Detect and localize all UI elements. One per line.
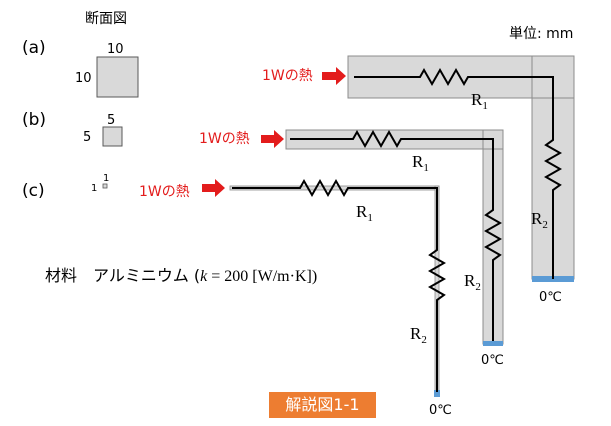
case-c-r1-label: R1 xyxy=(356,202,373,224)
case-b-heat-label: 1Wの熱 xyxy=(199,131,250,147)
case-c-bar xyxy=(229,185,440,397)
case-c-heat-arrow-icon xyxy=(202,179,225,197)
case-a-section-square xyxy=(96,56,139,98)
case-a-resistor-circuit xyxy=(354,67,563,279)
case-b-label: (b) xyxy=(22,110,46,130)
case-b-r2-label: R2 xyxy=(464,271,481,293)
case-a-dim-top: 10 xyxy=(107,42,124,57)
case-b-section-square xyxy=(102,126,123,147)
case-c-label: (c) xyxy=(22,181,45,201)
case-b-dim-top: 5 xyxy=(107,113,115,128)
case-b-heat-arrow-icon xyxy=(261,130,284,148)
case-c-dim-top: 1 xyxy=(103,173,109,184)
case-a-r2-label: R2 xyxy=(531,209,548,231)
case-c-r2-label: R2 xyxy=(410,324,427,346)
case-a-bar xyxy=(347,55,575,282)
case-c-resistor-circuit xyxy=(232,178,447,392)
case-c-section-square xyxy=(102,183,108,189)
case-a-heat-label: 1Wの熱 xyxy=(262,68,313,84)
case-b-heat-sink xyxy=(483,341,503,346)
case-a-dim-side: 10 xyxy=(75,71,92,86)
case-c-temp-label: 0℃ xyxy=(429,403,452,418)
unit-label: 単位: mm xyxy=(509,26,573,42)
figure-caption: 解説図1-1 xyxy=(269,392,376,418)
case-b-dim-side: 5 xyxy=(83,130,91,145)
case-b-bar xyxy=(285,129,504,346)
case-a-heat-arrow-icon xyxy=(322,67,346,85)
material-label: 材料 アルミニウム (k = 200 [W/m·K]) xyxy=(45,266,317,285)
cross-section-title: 断面図 xyxy=(85,11,127,27)
case-b-temp-label: 0℃ xyxy=(481,353,504,368)
case-a-label: (a) xyxy=(22,38,46,58)
case-c-dim-side: 1 xyxy=(91,183,97,194)
case-c-heat-label: 1Wの熱 xyxy=(139,184,190,200)
case-b-resistor-circuit xyxy=(290,129,503,341)
case-a-temp-label: 0℃ xyxy=(539,290,562,305)
case-a-r1-label: R1 xyxy=(471,90,488,112)
case-c-heat-sink xyxy=(434,390,440,397)
case-b-r1-label: R1 xyxy=(412,152,429,174)
